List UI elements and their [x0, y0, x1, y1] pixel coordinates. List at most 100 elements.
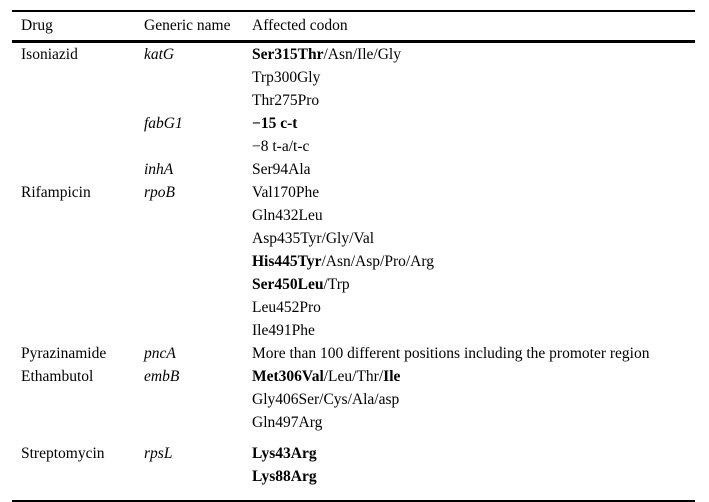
table-bottom-spacer	[12, 488, 695, 500]
cell-generic-name	[144, 89, 252, 112]
cell-generic-name	[144, 319, 252, 342]
table-row: Asp435Tyr/Gly/Val	[12, 227, 695, 250]
cell-generic-name	[144, 273, 252, 296]
codon-segment: Leu452Pro	[252, 299, 321, 316]
codon-segment: Ile491Phe	[252, 322, 315, 339]
column-header-affected-codon: Affected codon	[252, 17, 348, 34]
codon-segment: −8 t-a/t-c	[252, 138, 310, 155]
codon-segment: Gln432Leu	[252, 207, 323, 224]
cell-generic-name: rpsL	[144, 445, 173, 462]
column-header-generic-name: Generic name	[144, 17, 231, 34]
table-row: Rifampicin rpoB Val170Phe	[12, 181, 695, 204]
codon-segment: Asp435Tyr/Gly/Val	[252, 230, 375, 247]
codon-segment: /Leu/Thr/	[323, 368, 384, 385]
table-row: Trp300Gly	[12, 66, 695, 89]
cell-drug	[12, 158, 144, 181]
cell-generic-name	[144, 135, 252, 158]
cell-generic-name	[144, 204, 252, 227]
table-row: inhA Ser94Ala	[12, 158, 695, 181]
cell-affected-codon: Asp435Tyr/Gly/Val	[252, 227, 695, 250]
cell-affected-codon: Trp300Gly	[252, 66, 695, 89]
table-row: Gln497Arg	[12, 411, 695, 434]
cell-drug	[12, 204, 144, 227]
cell-generic-name	[144, 227, 252, 250]
codon-segment-bold: His445Tyr	[252, 253, 322, 270]
table-header-row: Drug Generic name Affected codon	[12, 12, 695, 40]
codon-segment: Trp300Gly	[252, 69, 321, 86]
drug-resistance-table: Drug Generic name Affected codon	[12, 12, 695, 40]
table-top-rule	[12, 10, 695, 12]
cell-affected-codon: Lys43Arg	[252, 434, 695, 465]
table-row: Pyrazinamide pncA More than 100 different …	[12, 342, 695, 365]
table-row: −8 t-a/t-c	[12, 135, 695, 158]
cell-drug	[12, 273, 144, 296]
cell-affected-codon: −8 t-a/t-c	[252, 135, 695, 158]
codon-segment: More than 100 different positions includ…	[252, 345, 650, 362]
cell-affected-codon: Met306Val/Leu/Thr/Ile	[252, 365, 695, 388]
cell-drug	[12, 296, 144, 319]
cell-generic-name: embB	[144, 368, 180, 385]
cell-affected-codon: Gln497Arg	[252, 411, 695, 434]
cell-drug: Pyrazinamide	[21, 345, 107, 362]
cell-drug	[12, 89, 144, 112]
cell-drug	[12, 465, 144, 488]
cell-affected-codon: Ser450Leu/Trp	[252, 273, 695, 296]
cell-affected-codon: −15 c-t	[252, 112, 695, 135]
codon-segment-bold: Lys88Arg	[252, 468, 317, 485]
cell-generic-name	[144, 250, 252, 273]
cell-generic-name: fabG1	[144, 115, 183, 132]
cell-drug	[12, 411, 144, 434]
cell-generic-name: pncA	[144, 345, 176, 362]
table-row: fabG1 −15 c-t	[12, 112, 695, 135]
cell-affected-codon: Ser94Ala	[252, 158, 695, 181]
table-header-rule	[12, 40, 695, 43]
table-row: Gln432Leu	[12, 204, 695, 227]
codon-table-container: Drug Generic name Affected codon Isoniaz…	[12, 10, 695, 502]
cell-drug: Streptomycin	[21, 445, 105, 462]
column-header-drug: Drug	[21, 17, 53, 34]
cell-drug	[12, 227, 144, 250]
cell-drug	[12, 250, 144, 273]
codon-segment-bold: Met306Val	[252, 368, 324, 385]
codon-segment: /Asn/Ile/Gly	[323, 46, 401, 63]
table-row: Ile491Phe	[12, 319, 695, 342]
codon-segment-bold: Ile	[383, 368, 401, 385]
cell-affected-codon: His445Tyr/Asn/Asp/Pro/Arg	[252, 250, 695, 273]
codon-segment: /Trp	[323, 276, 350, 293]
cell-drug	[12, 112, 144, 135]
cell-drug	[12, 135, 144, 158]
table-row: Ethambutol embB Met306Val/Leu/Thr/Ile	[12, 365, 695, 388]
table-header: Drug Generic name Affected codon	[12, 12, 695, 40]
cell-affected-codon: Leu452Pro	[252, 296, 695, 319]
cell-generic-name	[144, 411, 252, 434]
codon-segment: Val170Phe	[252, 184, 320, 201]
table-row: Gly406Ser/Cys/Ala/asp	[12, 388, 695, 411]
table-row: Leu452Pro	[12, 296, 695, 319]
cell-affected-codon: Gly406Ser/Cys/Ala/asp	[252, 388, 695, 411]
cell-generic-name: inhA	[144, 161, 174, 178]
cell-affected-codon: Ser315Thr/Asn/Ile/Gly	[252, 43, 695, 66]
codon-segment-bold: Lys43Arg	[252, 445, 317, 462]
codon-segment: Ser94Ala	[252, 161, 311, 178]
cell-affected-codon: Ile491Phe	[252, 319, 695, 342]
cell-generic-name	[144, 465, 252, 488]
table-row: Lys88Arg	[12, 465, 695, 488]
cell-affected-codon: Val170Phe	[252, 181, 695, 204]
cell-drug	[12, 319, 144, 342]
cell-generic-name: katG	[144, 46, 175, 63]
cell-drug	[12, 388, 144, 411]
cell-affected-codon: Lys88Arg	[252, 465, 695, 488]
cell-drug: Rifampicin	[21, 184, 91, 201]
codon-segment-bold: Ser315Thr	[252, 46, 324, 63]
cell-generic-name	[144, 388, 252, 411]
cell-affected-codon: More than 100 different positions includ…	[252, 342, 695, 365]
cell-generic-name	[144, 66, 252, 89]
cell-drug: Ethambutol	[21, 368, 94, 385]
cell-generic-name	[144, 296, 252, 319]
cell-generic-name: rpoB	[144, 184, 175, 201]
codon-segment: Gly406Ser/Cys/Ala/asp	[252, 391, 400, 408]
cell-drug	[12, 66, 144, 89]
table-row: Ser450Leu/Trp	[12, 273, 695, 296]
